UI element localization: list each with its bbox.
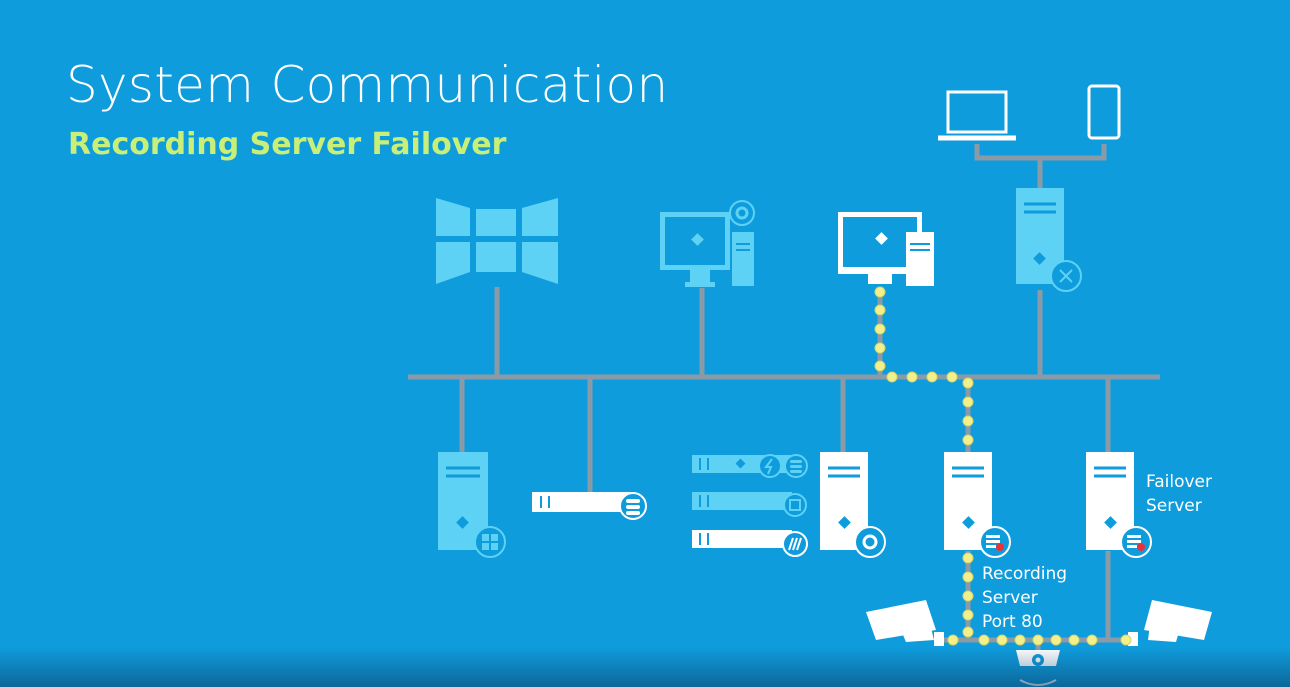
windows-logo-icon — [474, 526, 506, 558]
mobile-branch — [974, 144, 1107, 161]
highlight-path — [874, 286, 1132, 646]
recording-label-line-1: Recording — [982, 564, 1068, 584]
recording-label-line-2: Server — [982, 588, 1038, 608]
management-client-icon — [660, 200, 755, 287]
phone-icon — [1087, 84, 1121, 140]
gear-icon — [729, 200, 755, 226]
recording-server-icon — [944, 452, 1011, 558]
mobile-server-icon — [1016, 188, 1082, 292]
rack-unit-1 — [692, 454, 808, 478]
recording-server-label: Recording Server Port 80 — [982, 562, 1067, 634]
smart-client-icon — [838, 212, 934, 286]
rack-unit-3 — [692, 530, 808, 557]
camera-right-icon — [1128, 600, 1212, 646]
rack-unit-2 — [692, 492, 807, 517]
network-lines — [408, 144, 1160, 652]
laptop-icon — [938, 90, 1016, 141]
failover-label-line-2: Server — [1146, 496, 1202, 516]
gear-icon — [854, 526, 886, 558]
slide-title: System Communication — [66, 56, 669, 114]
bottom-shade — [0, 647, 1290, 687]
failover-server-label: Failover Server — [1146, 470, 1212, 518]
recording-label-line-3: Port 80 — [982, 612, 1043, 632]
slide-subtitle: Recording Server Failover — [68, 127, 507, 162]
windows-logo-icon — [436, 198, 558, 284]
storage-unit — [532, 492, 647, 520]
management-server-icon — [820, 452, 886, 558]
camera-left-icon — [866, 600, 944, 646]
failover-server-icon — [1086, 452, 1152, 558]
windows-server-icon — [438, 452, 506, 558]
failover-label-line-1: Failover — [1146, 472, 1212, 492]
